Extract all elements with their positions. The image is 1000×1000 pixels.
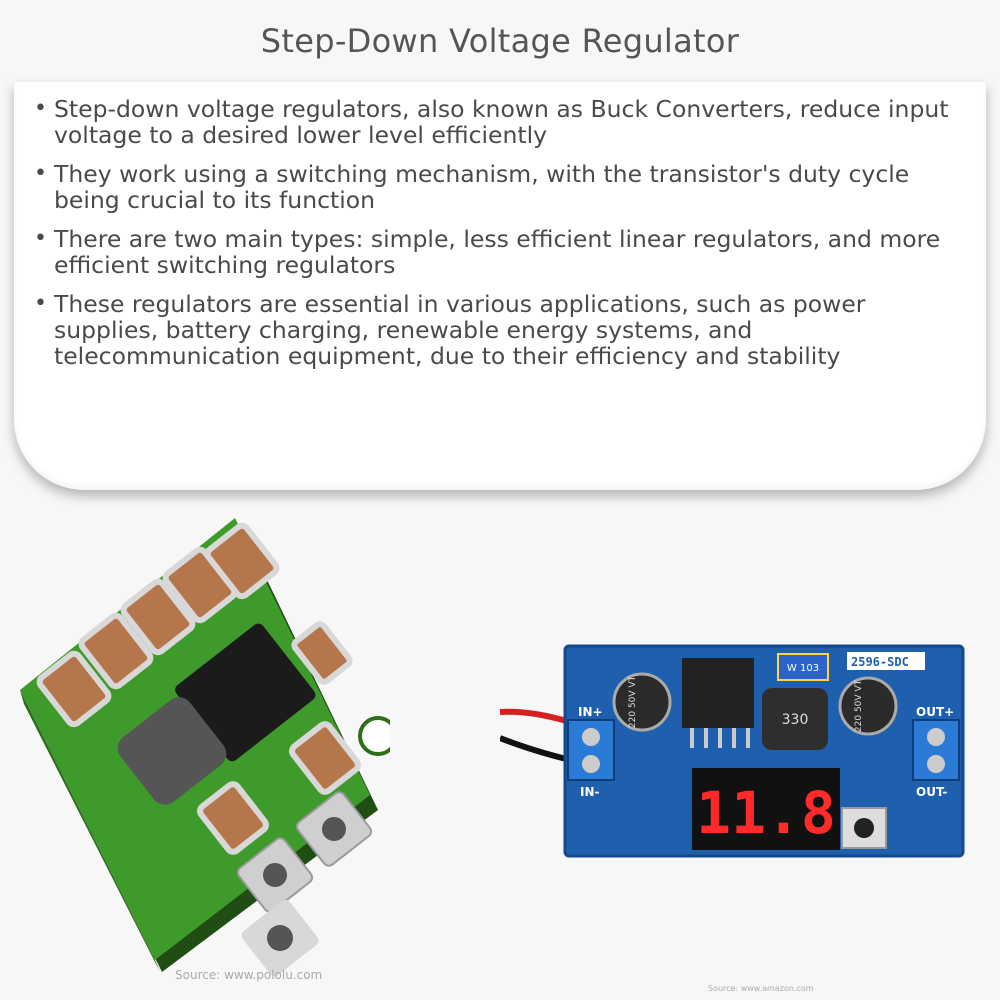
capacitor-icon	[36, 650, 112, 728]
bullet-text: There are two main types: simple, less e…	[54, 225, 941, 279]
electrolytic-capacitor-icon	[838, 676, 898, 736]
bullet-item: • Step-down voltage regulators, also know…	[32, 96, 972, 148]
in-plus-label: IN+	[578, 705, 603, 719]
ic-chip-icon	[175, 623, 316, 762]
image-source-right: Source: www.amazon.com	[708, 984, 814, 993]
out-minus-label: OUT-	[916, 785, 947, 799]
image-source-left: Source: www.pololu.com	[175, 968, 323, 982]
bullet-text: These regulators are essential in variou…	[54, 290, 866, 370]
page-title: Step-Down Voltage Regulator	[260, 22, 740, 60]
inductor-icon	[762, 688, 828, 750]
cap-left-label: 220 50V VT	[628, 675, 638, 728]
bullet-list: • Step-down voltage regulators, also know…	[32, 96, 972, 382]
mount-hole-icon	[358, 716, 390, 756]
capacitor-icon	[197, 781, 269, 855]
bullet-dot-icon: •	[34, 161, 47, 186]
lm2596-module-photo: IN+ IN- OUT+ OUT- 2596-SDC 220 50V VT 22…	[500, 644, 965, 858]
board-label-badge	[847, 652, 925, 670]
bullet-item: • There are two main types: simple, less …	[32, 226, 972, 278]
electrolytic-capacitor-icon	[612, 672, 672, 732]
led-display-readout: 11.8	[696, 779, 836, 847]
bullet-dot-icon: •	[34, 291, 47, 316]
bullet-item: • These regulators are essential in vario…	[32, 291, 972, 369]
bullet-text: Step-down voltage regulators, also known…	[54, 95, 949, 149]
regulator-ic-icon	[682, 658, 754, 728]
bullet-text: They work using a switching mechanism, w…	[54, 160, 910, 214]
trimmer-icon	[777, 653, 829, 681]
pololu-regulator-photo	[20, 518, 390, 977]
bullet-dot-icon: •	[34, 96, 47, 121]
in-minus-label: IN-	[580, 785, 600, 799]
bullet-dot-icon: •	[34, 226, 47, 251]
led-display	[692, 768, 840, 850]
cap-right-label: 220 50V VT	[854, 679, 864, 732]
board-label: 2596-SDC	[851, 655, 909, 669]
out-plus-label: OUT+	[916, 705, 954, 719]
bullet-item: • They work using a switching mechanism, …	[32, 161, 972, 213]
capacitor-icon	[291, 621, 353, 685]
capacitor-icon	[204, 522, 280, 600]
capacitor-icon	[78, 612, 154, 690]
inductor-label: 330	[782, 712, 809, 728]
capacitor-icon	[289, 721, 361, 795]
capacitor-icon	[120, 578, 196, 656]
content-card	[14, 82, 986, 490]
trimmer-label: W 103	[787, 663, 819, 674]
inductor-icon	[117, 697, 227, 805]
